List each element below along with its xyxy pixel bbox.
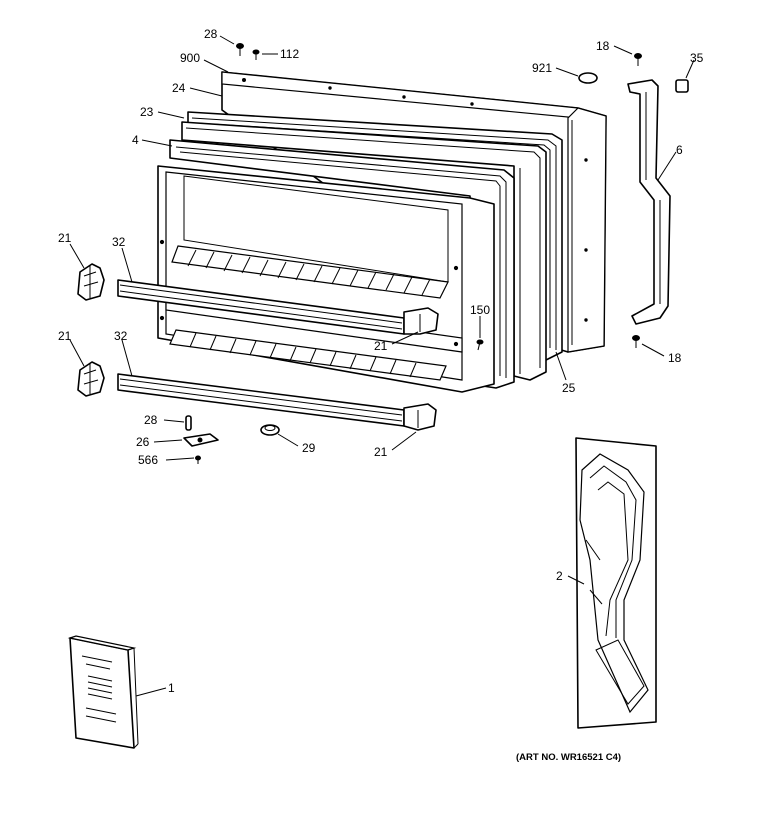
callout-21-lower-right: 21 [374, 445, 388, 459]
callout-900: 900 [180, 51, 200, 65]
grommet-29 [260, 424, 280, 436]
callout-28-top: 28 [204, 27, 218, 41]
callout-32-lower: 32 [114, 329, 128, 343]
callout-150: 150 [470, 303, 490, 317]
shelf-bracket-left-lower [77, 361, 105, 397]
callout-labels: 28 112 900 24 23 4 921 18 35 6 21 32 150… [58, 27, 704, 695]
door-shelf-upper [117, 279, 439, 335]
callout-18-top: 18 [596, 39, 610, 53]
callout-2: 2 [556, 569, 563, 583]
callout-21-upper-right: 21 [374, 339, 388, 353]
manual-text-lines [81, 655, 117, 723]
callout-21-lower-left: 21 [58, 329, 72, 343]
callout-18-bottom: 18 [668, 351, 682, 365]
door-hinge [627, 79, 671, 325]
stop-pin-28 [185, 415, 192, 431]
liner-inner-tub [157, 165, 495, 393]
screw-18-bottom [632, 335, 640, 348]
breaker-strip-frame [181, 121, 547, 381]
callout-35: 35 [690, 51, 704, 65]
door-shelf-lower [117, 373, 437, 431]
callout-32-upper: 32 [112, 235, 126, 249]
callout-25: 25 [562, 381, 576, 395]
plug-button [578, 72, 598, 84]
hinge-cap [675, 79, 689, 93]
callout-21-upper-left: 21 [58, 231, 72, 245]
callout-23: 23 [140, 105, 154, 119]
screw-566 [195, 455, 201, 464]
callout-112: 112 [280, 47, 299, 61]
screw-150 [476, 339, 484, 351]
art-number: (ART NO. WR16521 C4) [516, 752, 621, 763]
leader-lines [69, 35, 695, 697]
callout-24: 24 [172, 81, 186, 95]
door-insulation-panel [575, 437, 657, 729]
callout-4: 4 [132, 133, 139, 147]
owners-manual [67, 635, 139, 749]
screw-112 [252, 49, 260, 60]
callout-6: 6 [676, 143, 683, 157]
callout-28-bottom: 28 [144, 413, 158, 427]
callout-1: 1 [168, 681, 175, 695]
screw-18-top [634, 53, 642, 66]
shelf-bracket-left-upper [77, 263, 105, 301]
callout-29: 29 [302, 441, 316, 455]
screw-28-top [236, 43, 244, 56]
callout-921: 921 [532, 61, 552, 75]
callout-26: 26 [136, 435, 150, 449]
callout-566: 566 [138, 453, 158, 467]
door-stop-26 [183, 433, 219, 447]
